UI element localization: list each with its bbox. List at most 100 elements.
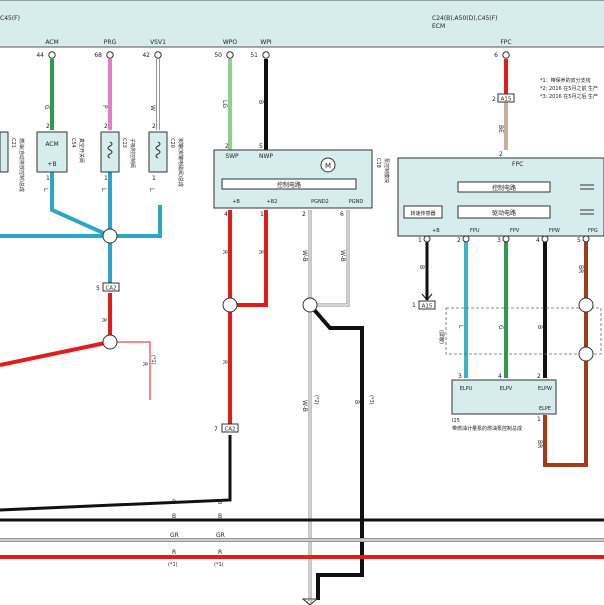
- ecm-box: [0, 0, 604, 48]
- c54-name: ACM: [45, 141, 58, 148]
- wire-label-vsv-down: L: [148, 188, 155, 192]
- wire-label-rp1: R: [221, 250, 228, 254]
- c54-pin: +B: [47, 161, 56, 168]
- wire-label-rp2: R: [257, 250, 264, 254]
- pin-label-prg: PRG: [104, 39, 117, 46]
- fp-ctrl: 控制电路: [492, 184, 516, 192]
- pin-num-wpo: 50: [214, 52, 222, 59]
- bus-label-1m: B: [218, 499, 222, 506]
- fp-num-3: 3: [497, 237, 501, 244]
- c54-desc: 真空开关阀: [78, 138, 85, 163]
- connector-cf: CF: [301, 598, 319, 605]
- fp-pin-3: FPV: [510, 228, 520, 234]
- ca2-mid-num: 7: [214, 426, 218, 433]
- a15-mid-num: 1: [412, 302, 416, 309]
- fp-fpc: FPC: [512, 161, 523, 168]
- fp-pin-5: FPG: [588, 228, 598, 234]
- wire-label-bfp2: B: [536, 325, 543, 329]
- i25-pin-4: ELPE: [539, 406, 551, 412]
- fp-pin-2: FPU: [470, 228, 480, 234]
- i25-num-3: 2: [537, 373, 541, 380]
- ca2-left-num: 5: [96, 285, 100, 292]
- motor-icon: [320, 157, 336, 173]
- star3a: (*3): [368, 395, 374, 405]
- note-3: *3: 2016 在5月之后 生产: [540, 93, 598, 100]
- connector-ca2-left: CA2 5: [96, 282, 120, 292]
- wire-black-mid: [308, 303, 364, 600]
- svg-text:M: M: [325, 162, 331, 170]
- c13-tag: C13: [121, 138, 127, 148]
- fp-sensor-box: [403, 205, 443, 219]
- vsv-bot-pin: 1: [152, 175, 156, 182]
- component-c21: [0, 131, 9, 173]
- i25-pin-2: ELPV: [500, 386, 513, 392]
- star1a: (*1): [150, 355, 156, 365]
- i25-pin-3: ELPW: [538, 386, 552, 392]
- wire-label-gfp: G: [497, 325, 504, 330]
- c21-desc: 燃油(自动排放控制)总成: [18, 138, 25, 192]
- wire-red-thin: [110, 341, 151, 400]
- wire-label-vsv1: W: [149, 105, 156, 111]
- acm-top-pin: 2: [46, 123, 50, 130]
- bus-note-1: (*1): [168, 562, 178, 568]
- component-c54: [36, 131, 68, 173]
- pump-swp-num: 2: [225, 143, 229, 150]
- fp-num-5: 5: [577, 237, 581, 244]
- wire-pump-black-out: [0, 435, 232, 512]
- svg-text:A15: A15: [501, 97, 512, 103]
- left-conn-label: C45(F): [0, 15, 20, 22]
- star2a: (*2): [313, 395, 319, 405]
- bus-label-2m: B: [218, 513, 222, 520]
- c20-desc: 炭罐(炭罐电磁阀)总成: [177, 138, 184, 187]
- wire-label-prg-down: L: [100, 188, 107, 192]
- pump-pin-2: +B2: [267, 199, 278, 205]
- pump-swp: SWP: [225, 153, 239, 160]
- vsv-top-pin: 2: [152, 123, 156, 130]
- pump-num-4: 6: [340, 211, 344, 218]
- pin-label-acm: ACM: [45, 39, 58, 46]
- note-1: *1：带保养的双分支线: [540, 77, 591, 84]
- wire-label-wb2: W-B: [339, 250, 346, 262]
- fp-ctrl-box: [457, 181, 551, 193]
- i25-tag: I25: [452, 418, 460, 424]
- pump-pin-4: PGND: [349, 199, 364, 205]
- pin-label-fpc: FPC: [500, 39, 511, 46]
- wire-label-acm: G: [43, 105, 50, 110]
- i25-desc: 带燃油计量泵的燃油泵控制总成: [452, 425, 522, 432]
- pump-ctrl-box: [221, 178, 357, 190]
- fp-num-2: 2: [457, 237, 461, 244]
- prg-bot-pin: 1: [104, 175, 108, 182]
- svg-text:CA2: CA2: [105, 286, 116, 292]
- i25-num-1: 3: [458, 373, 462, 380]
- c20-coil-icon: [155, 141, 161, 159]
- a15-top-num: 2: [492, 96, 496, 103]
- c13-coil-icon: [107, 141, 113, 159]
- bus-label-4m: R: [218, 549, 222, 556]
- wire-red-left: [0, 293, 112, 367]
- bus-label-3m: GR: [216, 532, 225, 539]
- wire-label-fpc: BE: [497, 125, 504, 133]
- wire-label-wbmid: W-B: [301, 400, 308, 412]
- wire-label-br: BR: [577, 265, 584, 273]
- wire-label-br2: BR: [536, 440, 543, 448]
- fp-fpc-num: 2: [499, 151, 503, 158]
- ecm-pin-markers: 44 68 42 50 51 6: [36, 51, 510, 59]
- wire-label-lfp: L: [457, 325, 464, 329]
- pump-num-3: 2: [302, 211, 306, 218]
- connector-a15-top: A15 2: [492, 93, 515, 103]
- i25-num-2: 4: [498, 373, 502, 380]
- c13-desc: 子吸附控制阀: [129, 138, 136, 168]
- pump-nwp-num: 5: [259, 143, 263, 150]
- wire-label-r-left: R: [100, 318, 107, 322]
- pin-label-vsv1: VSV1: [150, 39, 166, 46]
- pin-num-vsv1: 42: [142, 52, 150, 59]
- wire-label-rmid: R: [221, 360, 228, 364]
- bus-label-3l: GR: [170, 532, 179, 539]
- pin-num-wpi: 51: [250, 52, 258, 59]
- c18-tag: C18: [375, 158, 381, 168]
- fp-pin-1: +B: [432, 228, 440, 234]
- pump-ctrl: 控制电路: [277, 181, 301, 189]
- bus-label-1l: B: [172, 499, 176, 506]
- wire-label-bfp: B: [418, 265, 425, 269]
- pump-num-1: 4: [224, 211, 228, 218]
